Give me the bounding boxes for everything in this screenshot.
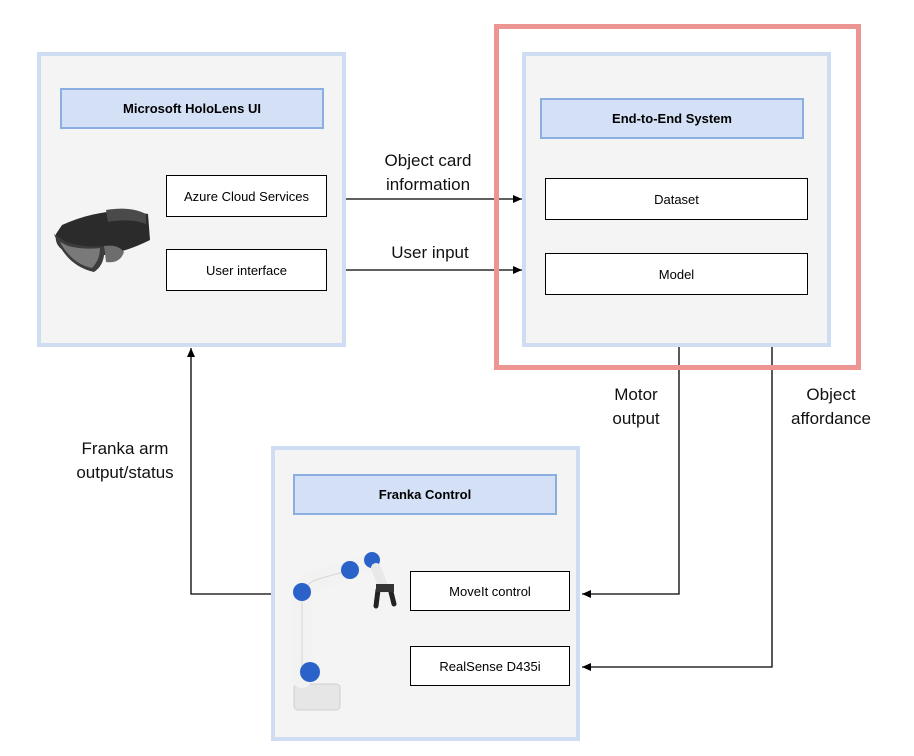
dataset-box: Dataset <box>545 178 808 220</box>
azure-cloud-services-box: Azure Cloud Services <box>166 175 327 217</box>
edge-label-motor-output: Motor output <box>612 385 660 428</box>
franka-title: Franka Control <box>293 474 557 515</box>
user-interface-box: User interface <box>166 249 327 291</box>
connector-franka-to-hololens <box>187 348 271 595</box>
robot-arm-image <box>292 552 397 711</box>
end-to-end-title: End-to-End System <box>540 98 804 139</box>
connector-object-affordance <box>582 347 773 671</box>
end-to-end-highlight-frame <box>494 24 861 370</box>
realsense-box: RealSense D435i <box>410 646 570 686</box>
edge-label-user-input: User input <box>391 243 469 262</box>
edge-label-franka-arm: Franka arm output/status <box>76 439 174 482</box>
hololens-headset-image <box>54 208 150 272</box>
moveit-control-box: MoveIt control <box>410 571 570 611</box>
model-box: Model <box>545 253 808 295</box>
edge-label-object-affordance: Object affordance <box>790 385 872 428</box>
hololens-title: Microsoft HoloLens UI <box>60 88 324 129</box>
edge-label-object-card: Object card information <box>384 151 472 194</box>
connector-motor-output <box>582 347 680 598</box>
